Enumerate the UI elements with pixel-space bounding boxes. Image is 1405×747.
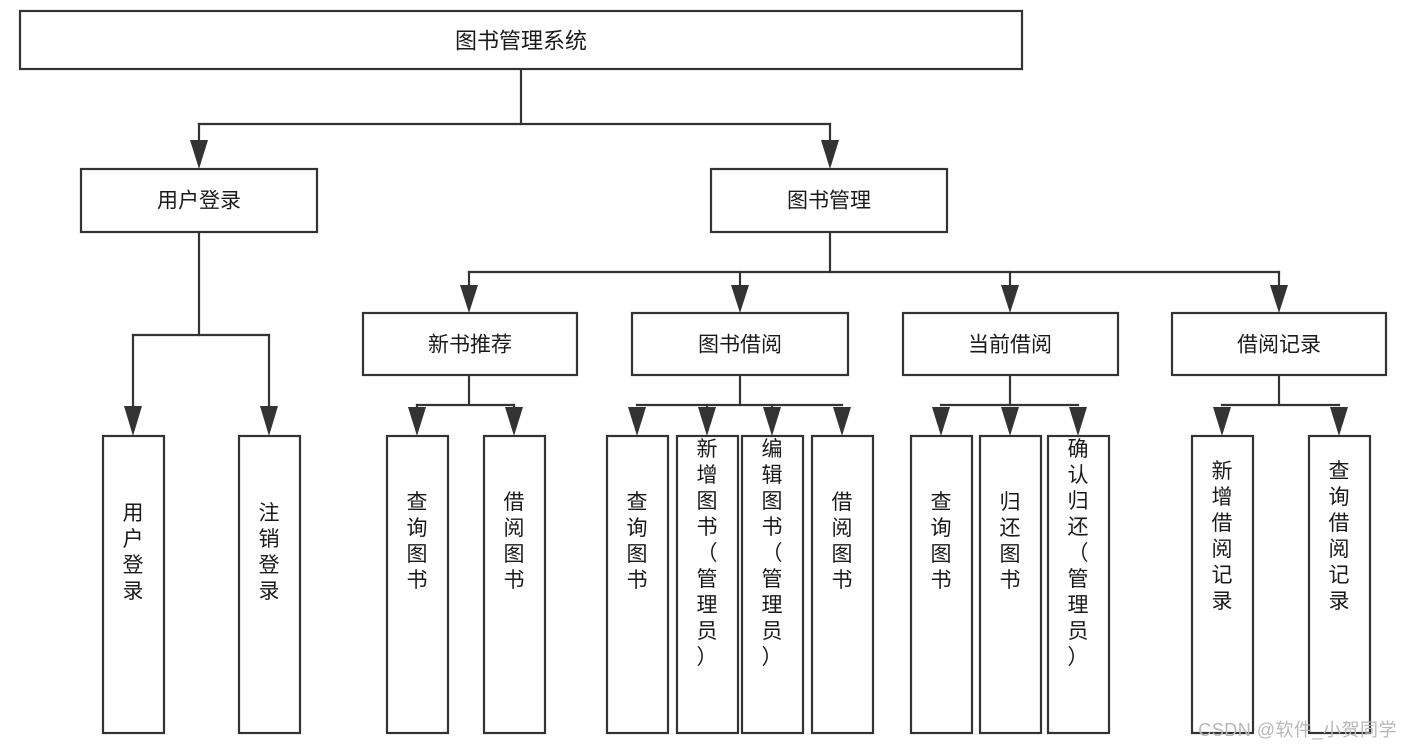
leaf-new-book-0-label: 查询图书	[407, 491, 428, 592]
leaf-new-book-0-box	[385, 434, 450, 735]
arrow-head-user-login	[190, 140, 208, 169]
node-current-borrow-box	[901, 311, 1120, 377]
leaf-node[interactable]: 查询借阅记录	[1307, 434, 1372, 735]
leaf-node[interactable]: 归还图书	[978, 434, 1043, 735]
node-current-borrow[interactable]: 当前借阅	[901, 311, 1120, 377]
node-user-login-box	[79, 167, 319, 234]
arrow-head-user-login-leaf-0	[124, 406, 142, 436]
leaf-current-borrow-1-label: 归还图书	[1000, 491, 1021, 592]
leaf-current-borrow-2-label: 确认归还（管理员）	[1068, 438, 1089, 669]
node-root-box	[18, 9, 1024, 71]
leaf-book-borrow-2-label: 编辑图书（管理员）	[762, 438, 783, 669]
arrow-head-bb-leaf-0	[628, 407, 646, 436]
leaf-borrow-records-0-label: 新增借阅记录	[1212, 460, 1233, 613]
node-book-borrow-box	[630, 311, 850, 377]
leaf-user-login-1-box	[237, 434, 302, 735]
leaf-book-borrow-1-label: 新增图书（管理员）	[697, 438, 718, 669]
connector-group-book-mgmt	[460, 230, 1288, 313]
leaf-current-borrow-1-box	[978, 434, 1043, 735]
leaf-node[interactable]: 查询图书	[385, 434, 450, 735]
connector-group-root	[190, 67, 839, 169]
node-new-book-recommend-box	[361, 311, 579, 377]
node-book-management-label: 图书管理	[787, 190, 871, 213]
node-book-management-box	[709, 167, 949, 234]
leaf-book-borrow-3-box	[810, 434, 875, 735]
arrow-head-user-login-leaf-1	[260, 406, 278, 436]
arrow-head-br-leaf-1	[1330, 407, 1348, 436]
leaf-node[interactable]: 用户登录	[101, 434, 166, 735]
leaf-borrow-records-0-box	[1190, 434, 1255, 735]
connector-group-current-borrow	[932, 373, 1087, 436]
leaf-borrow-records-1-box	[1307, 434, 1372, 735]
leaf-user-login-0-box	[101, 434, 166, 735]
connector-group-user-login	[124, 230, 278, 436]
leaf-node[interactable]: 查询图书	[605, 434, 670, 735]
leaf-node[interactable]: 新增图书（管理员）	[675, 434, 740, 735]
arrow-head-cb-leaf-0	[932, 407, 950, 436]
connector-group-book-borrow	[628, 373, 851, 436]
node-book-management[interactable]: 图书管理	[709, 167, 949, 234]
arrow-head-book-mgmt	[821, 140, 839, 169]
arrow-head-new-book-recommend	[460, 285, 478, 313]
leaf-node[interactable]: 借阅图书	[482, 434, 547, 735]
leaf-node[interactable]: 确认归还（管理员）	[1046, 434, 1111, 735]
node-user-login[interactable]: 用户登录	[79, 167, 319, 234]
arrow-head-br-leaf-0	[1213, 407, 1231, 436]
arrow-head-cb-leaf-2	[1069, 407, 1087, 436]
leaf-borrow-records-1-label: 查询借阅记录	[1329, 460, 1350, 613]
node-book-borrow-label: 图书借阅	[698, 334, 782, 357]
arrow-head-current-borrow	[1001, 285, 1019, 313]
node-borrow-records-box	[1170, 311, 1388, 377]
leaf-node[interactable]: 编辑图书（管理员）	[740, 434, 805, 735]
leaf-book-borrow-0-label: 查询图书	[627, 491, 648, 592]
leaf-node[interactable]: 借阅图书	[810, 434, 875, 735]
leaf-current-borrow-0-box	[909, 434, 974, 735]
arrow-head-nbr-leaf-1	[505, 407, 523, 436]
node-borrow-records[interactable]: 借阅记录	[1170, 311, 1388, 377]
leaf-book-borrow-3-label: 借阅图书	[832, 491, 853, 592]
leaf-node[interactable]: 注销登录	[237, 434, 302, 735]
leaf-user-login-1-label: 注销登录	[259, 502, 280, 603]
csdn-watermark: CSDN @软件_小贺同学	[1198, 720, 1397, 740]
leaf-current-borrow-2-box	[1046, 434, 1111, 735]
connector-group-borrow-records	[1213, 373, 1348, 436]
arrow-head-cb-leaf-1	[1001, 407, 1019, 436]
arrow-head-nbr-leaf-0	[408, 407, 426, 436]
arrow-head-borrow-records	[1270, 285, 1288, 313]
leaf-book-borrow-2-box	[740, 434, 805, 735]
connector-group-new-book-recommend	[408, 373, 523, 436]
node-current-borrow-label: 当前借阅	[968, 334, 1052, 357]
node-book-borrow[interactable]: 图书借阅	[630, 311, 850, 377]
node-root-label: 图书管理系统	[455, 29, 587, 54]
leaf-new-book-1-label: 借阅图书	[504, 491, 525, 592]
leaf-user-login-0-label: 用户登录	[123, 502, 144, 603]
node-new-book-recommend-label: 新书推荐	[428, 334, 512, 357]
leaf-new-book-1-box	[482, 434, 547, 735]
arrow-head-bb-leaf-2	[763, 407, 781, 436]
leaf-node[interactable]: 新增借阅记录	[1190, 434, 1255, 735]
arrow-head-bb-leaf-1	[698, 407, 716, 436]
node-root-system[interactable]: 图书管理系统	[18, 9, 1024, 71]
arrow-head-bb-leaf-3	[833, 407, 851, 436]
leaf-node[interactable]: 查询图书	[909, 434, 974, 735]
leaf-current-borrow-0-label: 查询图书	[931, 491, 952, 592]
node-new-book-recommend[interactable]: 新书推荐	[361, 311, 579, 377]
arrow-head-book-borrow	[731, 285, 749, 313]
node-borrow-records-label: 借阅记录	[1237, 334, 1321, 357]
leaf-book-borrow-0-box	[605, 434, 670, 735]
node-user-login-label: 用户登录	[157, 190, 241, 213]
leaf-book-borrow-1-box	[675, 434, 740, 735]
